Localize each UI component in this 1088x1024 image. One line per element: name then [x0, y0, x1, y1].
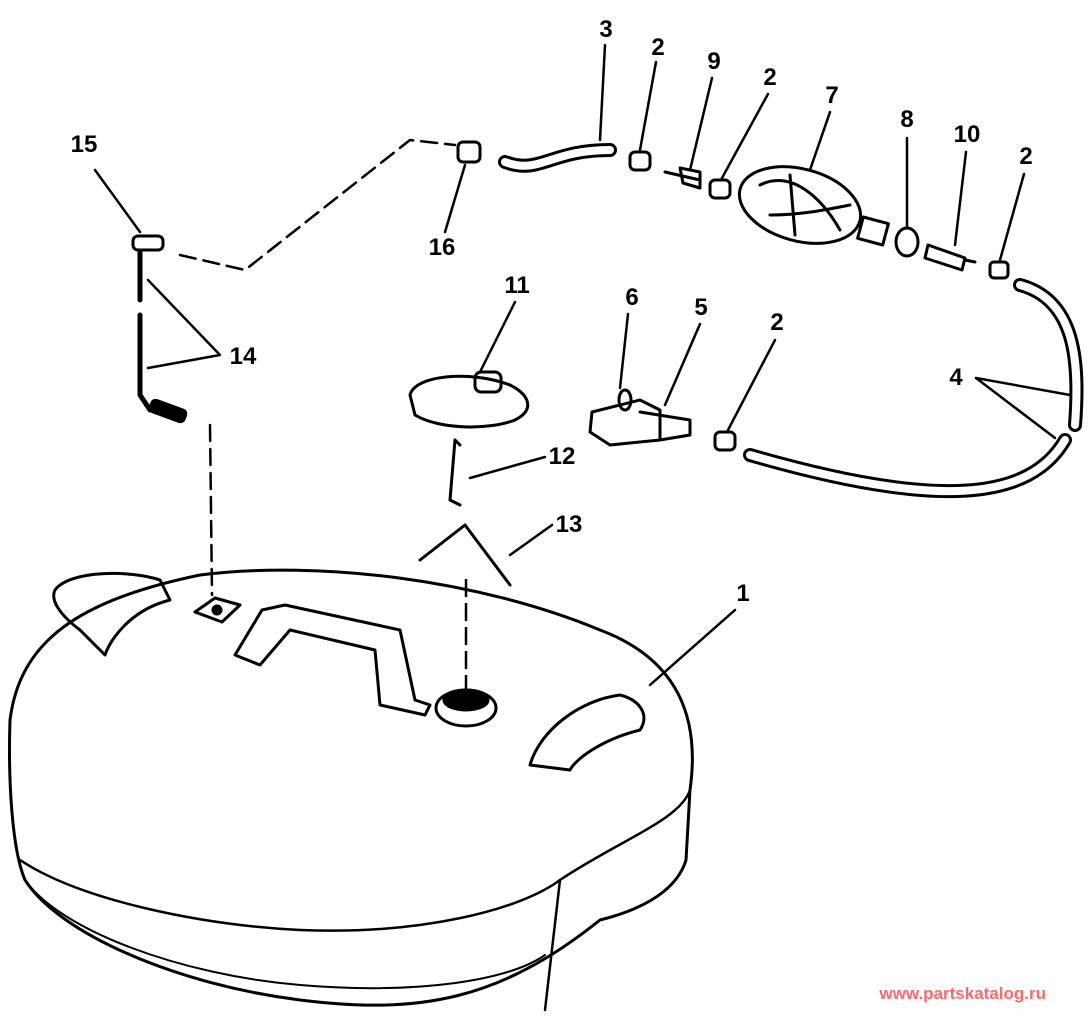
callout-8: 8 — [900, 106, 914, 133]
callout-10: 10 — [953, 121, 981, 148]
clamp-2c — [988, 260, 1010, 280]
callout-1: 1 — [736, 580, 750, 607]
clamp-2d — [713, 430, 737, 452]
filler-neck — [434, 688, 498, 728]
callout-2: 2 — [651, 34, 665, 61]
chain-12 — [448, 438, 462, 507]
filler-cap — [408, 370, 529, 429]
callout-11: 11 — [504, 272, 530, 299]
clamp-2a — [628, 150, 652, 172]
callout-13: 13 — [555, 511, 583, 538]
clamp-8 — [894, 226, 920, 258]
fitting-9 — [663, 166, 702, 190]
callout-7: 7 — [825, 82, 839, 109]
watermark: www.partskatalog.ru — [879, 984, 1046, 1003]
callout-2: 2 — [770, 309, 784, 336]
tank-grip-right — [528, 693, 646, 772]
callout-16: 16 — [428, 234, 456, 261]
tank-handle — [233, 603, 432, 717]
callout-4: 4 — [949, 364, 963, 391]
fuel-tank — [8, 568, 694, 1012]
nut-16 — [456, 140, 482, 164]
callout-9: 9 — [707, 48, 721, 75]
callout-5: 5 — [694, 294, 708, 321]
assembly-lines — [178, 138, 468, 692]
pickup-tube — [131, 234, 188, 424]
clamp-2b — [708, 178, 732, 200]
check-valve-10 — [923, 243, 977, 272]
callout-14: 14 — [229, 343, 257, 370]
tank-grip-left — [52, 572, 172, 657]
callout-12: 12 — [548, 443, 576, 470]
callout-6: 6 — [625, 284, 639, 311]
connector-5 — [588, 398, 692, 447]
callout-2: 2 — [763, 64, 777, 91]
callout-2: 2 — [1019, 143, 1033, 170]
leader-lines — [93, 43, 1072, 687]
gauge-fitting — [193, 596, 242, 624]
callout-3: 3 — [599, 16, 613, 43]
retainer-13 — [418, 523, 512, 587]
o-ring-6 — [617, 388, 633, 412]
callout-15: 15 — [70, 131, 98, 158]
